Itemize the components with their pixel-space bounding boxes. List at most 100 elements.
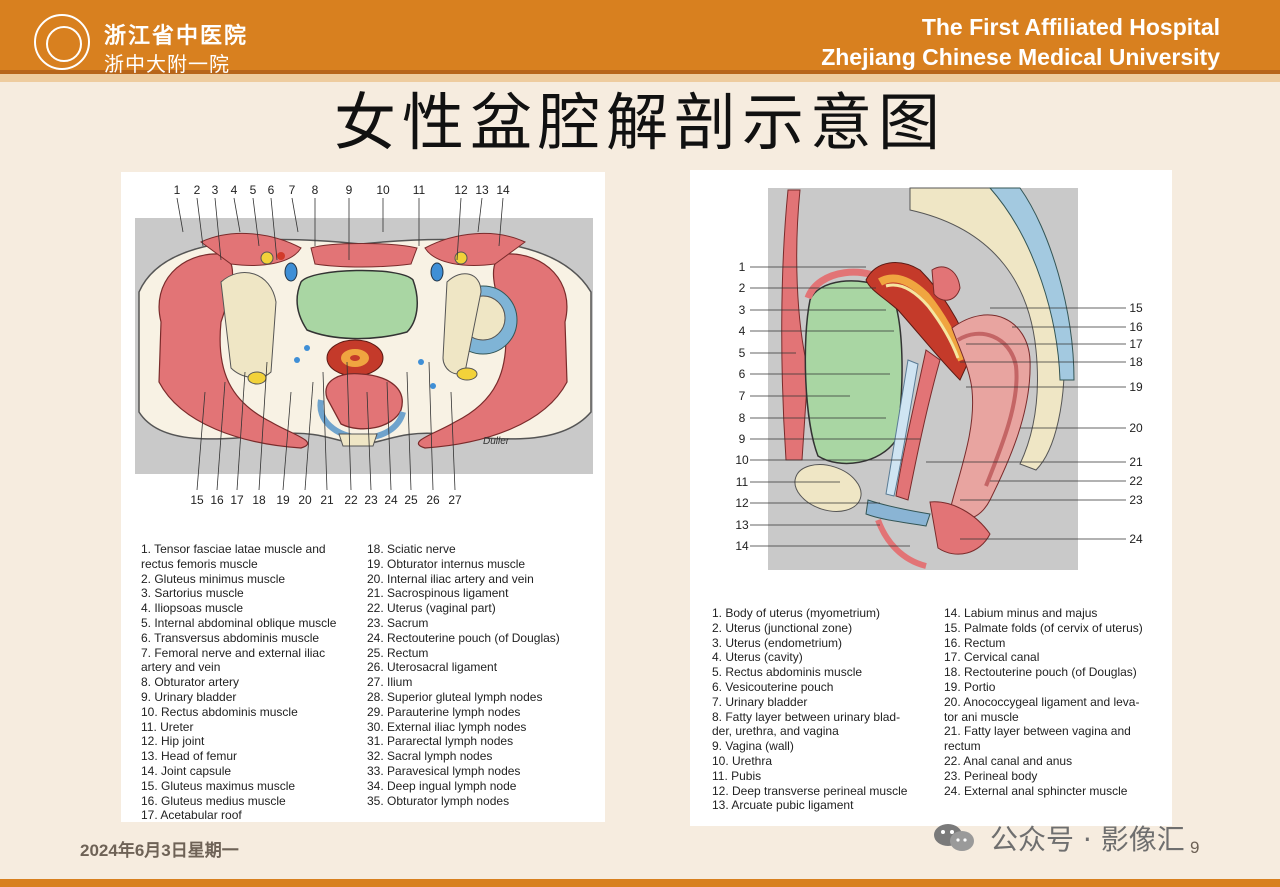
label-number: 14 [735, 539, 749, 553]
label-number: 22 [344, 493, 358, 507]
sacrum-bone [338, 433, 378, 447]
hospital-name-en: The First Affiliated Hospital Zhejiang C… [821, 12, 1220, 72]
label-number: 6 [739, 367, 746, 381]
label-number: 20 [298, 493, 312, 507]
leader-line [291, 197, 299, 233]
right-sciatic-node [456, 367, 478, 381]
legend-item: 3. Sartorius muscle [141, 586, 244, 601]
label-number: 10 [735, 453, 749, 467]
hospital-name-en-line2: Zhejiang Chinese Medical University [821, 44, 1220, 70]
left-abdominal-muscles [200, 233, 302, 266]
label-number: 21 [1129, 455, 1143, 469]
label-number: 19 [1129, 380, 1143, 394]
label-number: 15 [190, 493, 204, 507]
label-number: 21 [320, 493, 334, 507]
legend-item: 16. Rectum [944, 635, 1006, 650]
legend-item: 26. Uterosacral ligament [367, 660, 498, 675]
legend-item: 21. Sacrospinous ligament [367, 586, 509, 601]
legend-item: 4. Iliopsoas muscle [141, 601, 244, 616]
legend-item: 1. Tensor fasciae latae muscle and [141, 542, 326, 556]
legend-item: rectus femoris muscle [141, 556, 258, 571]
label-number: 12 [735, 496, 749, 510]
uterine-fundus [931, 266, 961, 301]
leader-line [176, 197, 184, 233]
label-number: 11 [413, 183, 426, 197]
legend-item: 9. Vagina (wall) [712, 739, 794, 754]
label-number: 6 [268, 183, 275, 197]
legend-item: 32. Sacral lymph nodes [367, 749, 493, 764]
label-number: 15 [1129, 301, 1143, 315]
right-gluteal-muscles [417, 253, 568, 449]
label-number: 18 [1129, 355, 1143, 369]
hospital-name-en-line1: The First Affiliated Hospital [921, 14, 1220, 40]
legend-item: 10. Rectus abdominis muscle [141, 704, 298, 719]
legend-item: 18. Rectouterine pouch (of Douglas) [944, 665, 1137, 680]
legend-item: 18. Sciatic nerve [367, 542, 456, 556]
leader-line [216, 381, 226, 491]
label-number: 25 [404, 493, 418, 507]
legend-item: 35. Obturator lymph nodes [367, 793, 510, 808]
legend-item: 14. Joint capsule [141, 763, 232, 778]
slide-date: 2024年6月3日星期一 [80, 841, 239, 860]
leader-line [428, 361, 434, 491]
legend-item: 19. Portio [944, 679, 996, 694]
legend-item: 24. External anal sphincter muscle [944, 783, 1128, 798]
leader-line [196, 391, 206, 491]
leader-line [450, 391, 456, 491]
urinary-bladder [296, 269, 419, 340]
legend-item: 2. Uterus (junctional zone) [712, 620, 853, 635]
label-number: 19 [276, 493, 290, 507]
small-node-4 [430, 383, 436, 389]
artist-signature: Duller [483, 436, 510, 447]
legend-item: 16. Gluteus medius muscle [141, 793, 286, 808]
vagina-wall [895, 349, 941, 501]
leader-line [214, 197, 222, 261]
label-number: 13 [735, 518, 749, 532]
legend-item: artery and vein [141, 660, 221, 675]
legend-item: 30. External iliac lymph nodes [367, 719, 527, 734]
right-node-yellow [454, 251, 468, 265]
legend-item: rectum [944, 739, 981, 754]
legend-item: 11. Pubis [712, 768, 762, 783]
legend-item: 4. Uterus (cavity) [712, 650, 803, 665]
leader-line [282, 391, 292, 491]
legend-item: 24. Rectouterine pouch (of Douglas) [367, 630, 560, 645]
legend-item: 17. Cervical canal [944, 650, 1040, 665]
legend-item: 9. Urinary bladder [141, 689, 237, 704]
pubic-bone [794, 464, 862, 512]
legend-item: 31. Pararectal lymph nodes [367, 734, 514, 749]
uterus-core [350, 355, 360, 361]
leader-line [322, 371, 328, 491]
hospital-logo-icon [34, 14, 90, 70]
header-bar [0, 0, 1280, 74]
label-number: 7 [289, 183, 296, 197]
legend-item: 15. Palmate folds (of cervix of uterus) [944, 620, 1143, 635]
leader-line [456, 197, 462, 261]
label-number: 2 [739, 281, 746, 295]
left-artery [277, 252, 285, 260]
right-vessel [430, 262, 444, 282]
legend-item: 13. Head of femur [141, 749, 238, 764]
leader-lines [176, 197, 504, 491]
label-number: 3 [212, 183, 219, 197]
legend-item: 23. Perineal body [944, 768, 1038, 783]
watermark-text: 公众号 · 影像汇 [990, 823, 1185, 856]
sacral-canal [988, 187, 1075, 381]
labium [875, 518, 927, 569]
legend-item: 20. Internal iliac artery and vein [367, 571, 534, 586]
label-number: 13 [475, 183, 489, 197]
label-number: 23 [364, 493, 378, 507]
label-number: 24 [1129, 532, 1143, 546]
legend-item: 5. Internal abdominal oblique muscle [141, 615, 337, 630]
label-number: 4 [739, 324, 746, 338]
legend-item: 22. Anal canal and anus [944, 753, 1073, 768]
legend-item: 14. Labium minus and majus [944, 606, 1098, 620]
label-number: 8 [312, 183, 319, 197]
label-number: 1 [174, 183, 181, 197]
